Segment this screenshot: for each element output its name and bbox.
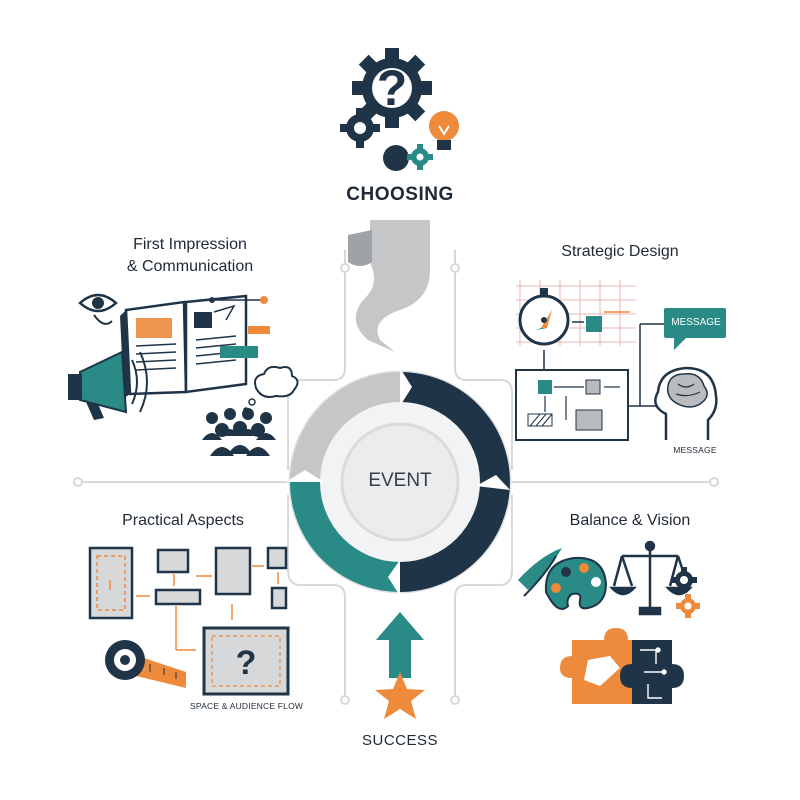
- strategic-design-cluster: [515, 280, 726, 441]
- message-caption: MESSAGE: [673, 445, 717, 455]
- message-bubble-label: MESSAGE: [671, 317, 721, 328]
- design-grid: [516, 280, 636, 346]
- thought-cloud-icon: [243, 365, 299, 413]
- puzzle-icon: [560, 628, 684, 704]
- ring-segment-navy: [400, 372, 510, 592]
- palette-icon: [544, 556, 608, 610]
- event-ring: [286, 368, 512, 596]
- ring-segment-teal: [290, 482, 400, 592]
- eye-icon: [78, 293, 118, 325]
- tape-measure-icon: [105, 640, 186, 688]
- space-audience-flow-caption: SPACE & AUDIENCE FLOW: [190, 701, 304, 711]
- gears-icon: [671, 567, 700, 618]
- first-impression-cluster: [68, 293, 299, 456]
- practical-aspects-title: Practical Aspects: [122, 512, 244, 529]
- strategic-design-title: Strategic Design: [561, 243, 679, 260]
- floor-plan-icon: [88, 546, 288, 620]
- balance-vision-cluster: [518, 540, 700, 704]
- message-bubble: [664, 308, 726, 350]
- arrow-star-icon: [375, 612, 425, 719]
- practical-aspects-cluster: ?: [88, 546, 290, 696]
- compass-icon: [518, 288, 570, 346]
- ring-segment-gray: [290, 372, 400, 482]
- gears-question-bulb-icon: ?: [340, 48, 459, 171]
- choosing-ribbon: [348, 220, 430, 352]
- svg-text:?: ?: [236, 644, 257, 682]
- choosing-label: CHOOSING: [346, 184, 454, 205]
- first-impression-title: First Impression & Communication: [90, 234, 290, 278]
- brain-head-icon: [654, 366, 718, 440]
- first-impression-title-line2: & Communication: [126, 258, 254, 275]
- question-mark-icon: ?: [202, 626, 290, 696]
- balance-vision-title: Balance & Vision: [569, 512, 691, 529]
- connector-lines: [73, 250, 719, 705]
- open-book-icon: [120, 294, 270, 398]
- svg-text:?: ?: [377, 60, 408, 116]
- flowchart-icon: [515, 369, 629, 441]
- megaphone-icon: [68, 350, 148, 420]
- audience-icon: [202, 408, 276, 456]
- first-impression-title-line1: First Impression: [133, 236, 247, 253]
- event-label: EVENT: [368, 470, 432, 491]
- success-label: SUCCESS: [361, 732, 439, 749]
